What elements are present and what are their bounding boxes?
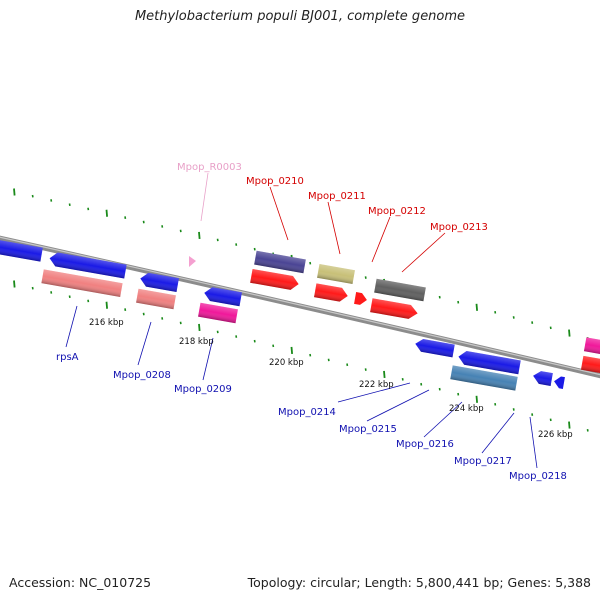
gene-mpop-0211-upper[interactable]: [317, 263, 355, 285]
forward-strand-genes: [0, 238, 600, 356]
gene-label-mpop-0213[interactable]: Mpop_0213: [430, 222, 488, 233]
leader-mpop-r0003: [200, 172, 209, 222]
gene-mpop-0213[interactable]: [370, 298, 419, 320]
gene-mpop-0216[interactable]: [450, 365, 518, 391]
gene-mpop-0215[interactable]: [457, 350, 521, 375]
major-tick: [198, 231, 201, 239]
gene-labels: Mpop_R0003 Mpop_0210 Mpop_0211 Mpop_0212…: [56, 162, 567, 482]
leader-mpop-0209: [202, 337, 214, 381]
leader-mpop-0210: [269, 186, 289, 241]
gene-label-mpop-0214[interactable]: Mpop_0214: [278, 407, 336, 418]
reverse-strand-genes: [41, 269, 565, 391]
gene-mpop-0210[interactable]: [250, 268, 300, 291]
major-tick: [383, 370, 386, 379]
major-tick: [475, 395, 478, 403]
major-tick: [198, 323, 201, 331]
gene-mpop-0209-upper[interactable]: [203, 286, 242, 307]
gene-right-edge-upper[interactable]: [583, 337, 600, 356]
major-tick: [105, 301, 108, 309]
gene-label-rpsA[interactable]: rpsA: [56, 352, 79, 363]
gene-left-edge[interactable]: [0, 238, 43, 262]
gene-right-edge-red[interactable]: [580, 355, 600, 375]
map-title: Methylobacterium populi BJ001, complete …: [134, 9, 466, 24]
gene-label-mpop-0212[interactable]: Mpop_0212: [368, 206, 426, 217]
gene-label-mpop-0216[interactable]: Mpop_0216: [396, 439, 454, 450]
gene-mpop-0210-upper[interactable]: [254, 250, 306, 274]
major-tick: [568, 421, 571, 429]
leader-mpop-0215: [366, 389, 430, 422]
leader-rpsA: [65, 305, 78, 348]
scale-label: 218 kbp: [179, 337, 214, 347]
lower-tick-track: [13, 280, 589, 432]
major-tick: [13, 280, 16, 288]
trna-mpop-r0003[interactable]: [189, 256, 196, 267]
major-tick: [568, 329, 571, 337]
gene-label-mpop-0209[interactable]: Mpop_0209: [174, 384, 232, 395]
genome-summary-text: Topology: circular; Length: 5,800,441 bp…: [247, 575, 591, 590]
scale-label: 216 kbp: [89, 318, 124, 328]
gene-mpop-0213-upper[interactable]: [374, 278, 426, 302]
gene-mpop-0209[interactable]: [198, 302, 238, 324]
gene-label-mpop-0210[interactable]: Mpop_0210: [246, 176, 304, 187]
gene-rpsA[interactable]: [41, 269, 123, 298]
gene-label-mpop-0218[interactable]: Mpop_0218: [509, 471, 567, 482]
leader-mpop-0217: [481, 412, 515, 454]
major-tick: [13, 188, 16, 196]
genome-backbone-highlight: [0, 236, 600, 376]
gene-label-mpop-r0003[interactable]: Mpop_R0003: [177, 162, 242, 173]
gene-mpop-0212[interactable]: [354, 292, 368, 306]
gene-mpop-0208-upper[interactable]: [139, 272, 179, 293]
gene-mpop-0218[interactable]: [553, 375, 565, 389]
scale-label: 222 kbp: [359, 380, 394, 390]
leader-mpop-0208: [137, 321, 152, 366]
scale-label: 220 kbp: [269, 358, 304, 368]
forward-strand-row2: [250, 268, 600, 375]
scale-labels: 216 kbp 218 kbp 220 kbp 222 kbp 224 kbp …: [89, 318, 573, 440]
gene-label-mpop-0215[interactable]: Mpop_0215: [339, 424, 397, 435]
gene-label-mpop-0211[interactable]: Mpop_0211: [308, 191, 366, 202]
leader-mpop-0216: [423, 401, 463, 438]
gene-mpop-0217[interactable]: [532, 370, 553, 386]
leader-mpop-0218: [529, 416, 538, 469]
leader-mpop-0212: [371, 216, 391, 263]
gene-rpsA-upper[interactable]: [48, 251, 127, 279]
major-tick: [475, 303, 478, 311]
leader-lines: [65, 172, 538, 469]
major-tick: [290, 346, 293, 355]
leader-mpop-0214: [337, 382, 411, 403]
major-tick: [105, 209, 108, 217]
gene-mpop-0211[interactable]: [314, 283, 349, 303]
genome-backbone: [0, 235, 600, 379]
leader-mpop-0211: [327, 201, 341, 255]
accession-text: Accession: NC_010725: [9, 575, 152, 590]
scale-label: 224 kbp: [449, 404, 484, 414]
gene-label-mpop-0208[interactable]: Mpop_0208: [113, 370, 171, 381]
gene-label-mpop-0217[interactable]: Mpop_0217: [454, 456, 512, 467]
gene-mpop-0214[interactable]: [414, 338, 455, 358]
leader-mpop-0213: [401, 232, 446, 273]
scale-label: 226 kbp: [538, 430, 573, 440]
gene-mpop-0208[interactable]: [136, 288, 176, 310]
